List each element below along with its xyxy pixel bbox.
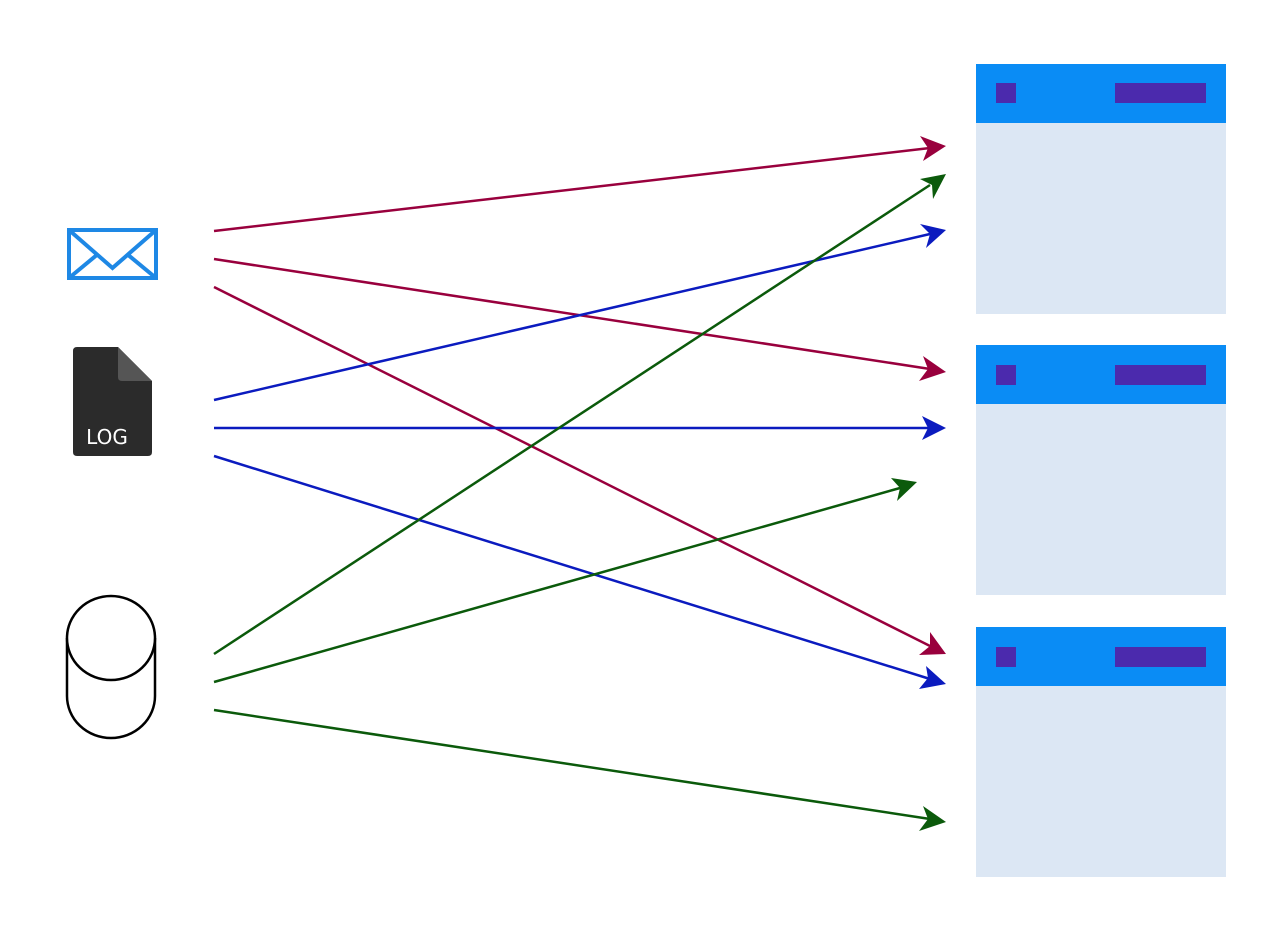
envelope-body xyxy=(67,228,158,280)
connection-arrows xyxy=(213,136,946,831)
arrow-line xyxy=(213,454,931,681)
database-top xyxy=(65,594,157,682)
arrow-email-to-window-3 xyxy=(213,285,946,655)
arrow-log-to-window-1 xyxy=(213,224,946,402)
arrow-line xyxy=(213,232,931,402)
arrow-email-to-window-1 xyxy=(213,136,946,233)
arrow-log-to-window-3 xyxy=(213,454,946,689)
arrow-head xyxy=(919,632,946,655)
database-cylinder-icon xyxy=(65,594,157,740)
arrow-database-to-window-2 xyxy=(213,478,917,684)
arrow-log-to-window-2 xyxy=(214,416,946,440)
app-window-1 xyxy=(976,64,1226,314)
app-window-title-bar xyxy=(1115,647,1206,667)
arrow-head xyxy=(920,174,946,199)
log-file-label: LOG xyxy=(86,425,128,449)
arrow-line xyxy=(213,486,901,684)
arrow-head xyxy=(891,478,917,501)
arrow-line xyxy=(213,708,931,821)
envelope-left-fold xyxy=(67,252,100,280)
envelope-icon xyxy=(67,228,158,280)
app-window-2 xyxy=(976,345,1226,595)
arrow-line xyxy=(213,146,931,233)
arrow-line xyxy=(213,257,931,371)
arrow-database-to-window-3 xyxy=(213,708,946,831)
arrow-head xyxy=(920,224,946,248)
log-file-icon: LOG xyxy=(73,347,152,456)
envelope-flap xyxy=(67,228,158,271)
arrow-head xyxy=(919,666,946,689)
arrow-head xyxy=(919,806,946,831)
arrow-email-to-window-2 xyxy=(213,257,946,381)
arrow-head xyxy=(922,416,946,440)
arrow-database-to-window-1 xyxy=(213,174,946,656)
envelope-right-fold xyxy=(125,252,158,280)
app-window-icon-square xyxy=(996,83,1016,103)
arrow-head xyxy=(920,136,946,161)
arrow-head xyxy=(919,356,946,381)
app-window-title-bar xyxy=(1115,365,1206,385)
arrow-line xyxy=(213,183,931,656)
log-file-fold xyxy=(118,347,152,381)
app-window-3 xyxy=(976,627,1226,877)
app-window-icon-square xyxy=(996,365,1016,385)
app-window-title-bar xyxy=(1115,83,1206,103)
arrow-line xyxy=(213,285,931,648)
app-window-icon-square xyxy=(996,647,1016,667)
